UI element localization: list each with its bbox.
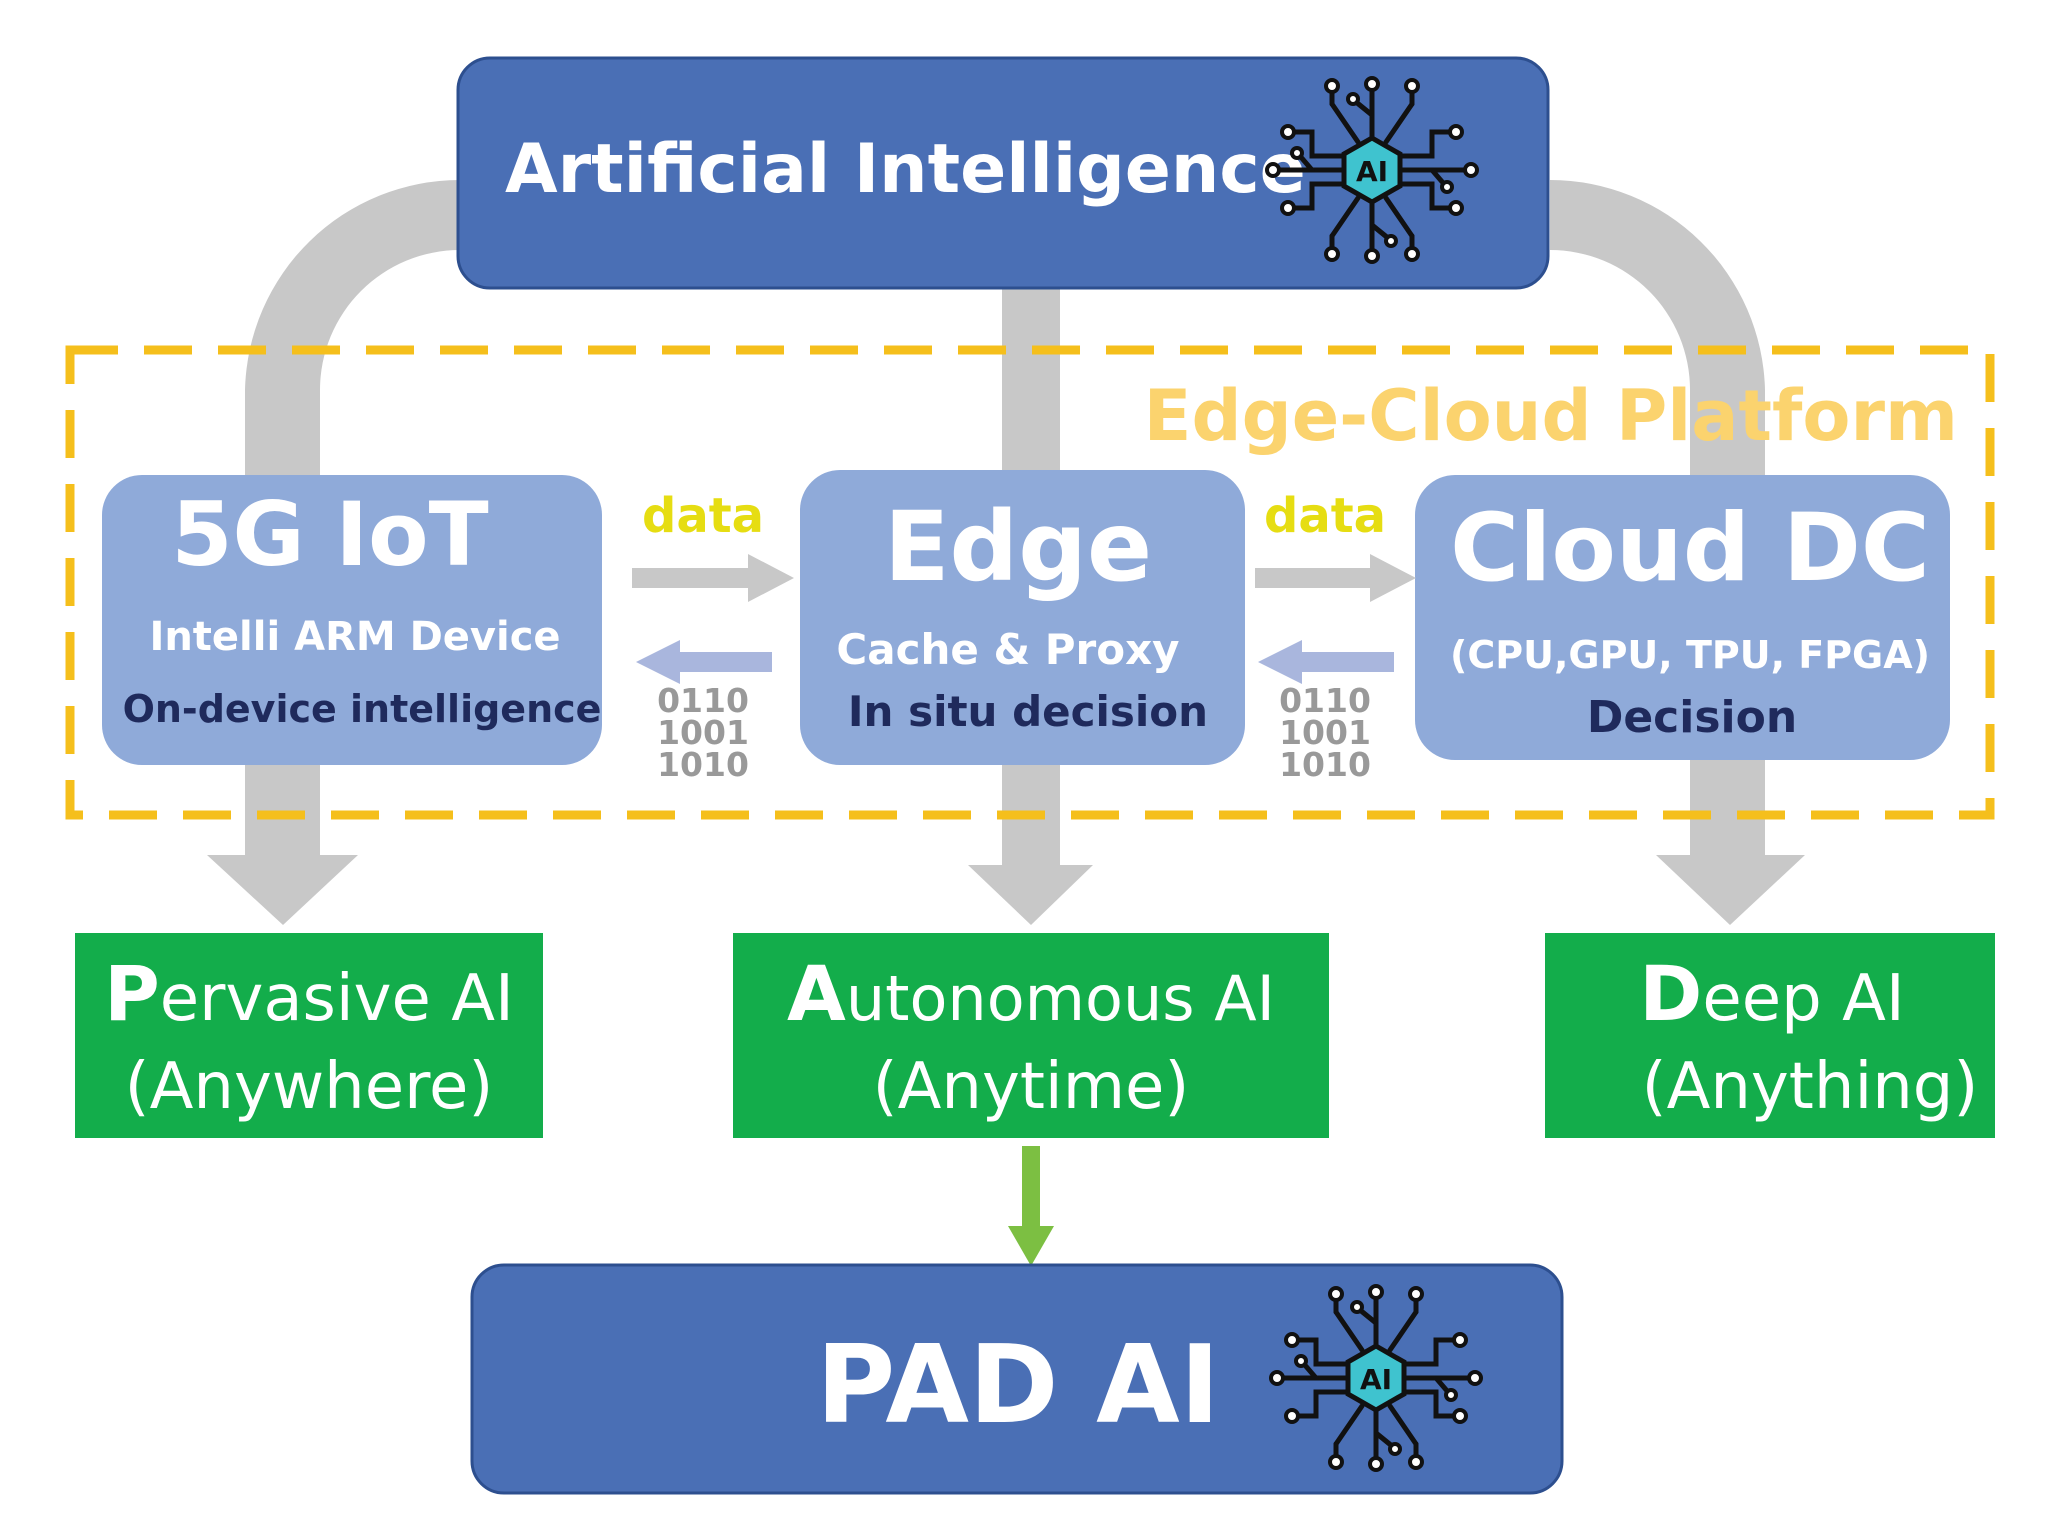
binary-icon: 0110 1001 1010	[1279, 681, 1371, 784]
top-box: Artificial Intelligence AI	[456, 56, 1550, 290]
right-arrow	[632, 554, 794, 602]
outcome-deep-ai: Deep AI (Anything)	[1545, 933, 1995, 1138]
node-line2: Decision	[1587, 692, 1797, 743]
outcome-rest: ervasive AI	[160, 962, 514, 1036]
outcome-autonomous-ai: Autonomous AI (Anytime)	[733, 933, 1329, 1138]
link-iot-edge: data 0110 1001 1010	[632, 488, 794, 784]
node-line2: On-device intelligence	[123, 687, 602, 731]
node-cloud-dc: Cloud DC (CPU,GPU, TPU, FPGA) Decision	[1415, 475, 1950, 760]
green-down-arrow	[1008, 1146, 1054, 1266]
down-arrow-autonomous	[968, 760, 1093, 925]
right-curve-arrow	[1550, 179, 1765, 491]
gray-connectors	[207, 179, 1805, 925]
node-line1: Cache & Proxy	[836, 625, 1179, 674]
outcome-rest: eep AI	[1702, 962, 1904, 1036]
outcome-initial: A	[787, 949, 846, 1038]
right-arrow	[1255, 554, 1416, 602]
node-title: Edge	[884, 491, 1152, 603]
svg-text:AI: AI	[1360, 1363, 1392, 1396]
node-5g-iot: 5G IoT Intelli ARM Device On-device inte…	[102, 475, 602, 765]
svg-text:1001: 1001	[1279, 713, 1371, 752]
outcome-sub: (Anywhere)	[125, 1050, 494, 1124]
left-arrow	[1258, 640, 1394, 684]
svg-text:1010: 1010	[657, 745, 749, 784]
svg-text:1010: 1010	[1279, 745, 1371, 784]
down-arrow-deep	[1656, 760, 1805, 925]
platform-label: Edge-Cloud Platform	[1144, 375, 1958, 457]
link-label: data	[1264, 488, 1386, 544]
ai-chip-icon: AI	[1271, 1286, 1481, 1470]
binary-icon: 0110 1001 1010	[657, 681, 749, 784]
svg-text:AI: AI	[1356, 155, 1388, 188]
top-box-title: Artificial Intelligence	[505, 130, 1306, 209]
node-line1: Intelli ARM Device	[149, 614, 560, 660]
svg-text:0110: 0110	[657, 681, 749, 720]
bottom-box: PAD AI AI	[470, 1263, 1564, 1495]
node-title: 5G IoT	[171, 483, 488, 586]
svg-text:0110: 0110	[1279, 681, 1371, 720]
outcome-sub: (Anytime)	[873, 1050, 1190, 1124]
svg-text:1001: 1001	[657, 713, 749, 752]
outcome-title: Pervasive AI	[104, 949, 514, 1038]
node-edge: Edge Cache & Proxy In situ decision	[800, 470, 1245, 765]
ai-chip-icon: AI	[1267, 78, 1477, 262]
bottom-box-title: PAD AI	[816, 1323, 1220, 1448]
outcome-sub: (Anything)	[1642, 1050, 1979, 1124]
outcome-initial: D	[1639, 949, 1702, 1038]
outcome-title: Autonomous AI	[787, 949, 1275, 1038]
outcome-initial: P	[104, 949, 160, 1038]
down-arrow-pervasive	[207, 760, 358, 925]
link-edge-cloud: data 0110 1001 1010	[1255, 488, 1416, 784]
left-arrow	[636, 640, 772, 684]
node-line1: (CPU,GPU, TPU, FPGA)	[1450, 633, 1930, 677]
node-title: Cloud DC	[1450, 494, 1930, 603]
link-label: data	[642, 488, 764, 544]
edge-cloud-platform-frame	[65, 345, 1995, 820]
outcome-rest: utonomous AI	[846, 962, 1275, 1035]
outcome-pervasive-ai: Pervasive AI (Anywhere)	[75, 933, 543, 1138]
outcome-title: Deep AI	[1639, 949, 1904, 1038]
left-curve-arrow	[245, 179, 460, 490]
node-line2: In situ decision	[848, 687, 1208, 736]
center-shaft	[1002, 280, 1060, 480]
